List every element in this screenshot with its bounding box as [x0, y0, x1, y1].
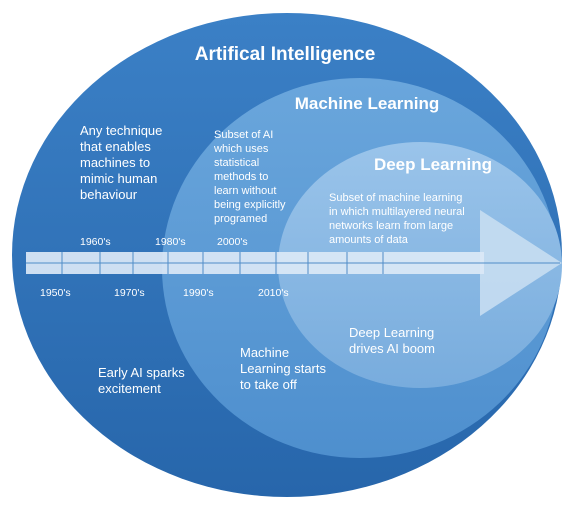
- ai-description-line: machines to: [80, 155, 150, 170]
- decades-top: 1960's 1980's 2000's: [80, 236, 248, 248]
- ai-description-line: Any technique: [80, 123, 162, 138]
- ai-milestone-line: excitement: [98, 381, 161, 396]
- ml-milestone-line: Machine: [240, 345, 289, 360]
- ai-description: Any technique that enables machines to m…: [80, 123, 162, 202]
- decades-bottom: 1950's 1970's 1990's 2010's: [40, 287, 289, 299]
- ml-description: Subset of AI which uses statistical meth…: [213, 129, 286, 225]
- ai-description-line: that enables: [80, 139, 151, 154]
- ai-description-line: behaviour: [80, 187, 138, 202]
- timeline-ticks: [61, 252, 384, 274]
- ml-description-line: Subset of AI: [214, 129, 273, 141]
- ai-milestone-line: Early AI sparks: [98, 365, 185, 380]
- ml-milestone-line: to take off: [240, 377, 297, 392]
- decade-label: 1960's: [80, 236, 111, 248]
- ai-description-line: mimic human: [80, 171, 157, 186]
- ml-title: Machine Learning: [295, 94, 440, 113]
- ml-description-line: being explicitly: [214, 199, 286, 211]
- decade-label: 1970's: [114, 287, 145, 299]
- decade-label: 1990's: [183, 287, 214, 299]
- ml-description-line: learn without: [214, 185, 276, 197]
- decade-label: 2010's: [258, 287, 289, 299]
- dl-milestone: Deep Learning drives AI boom: [349, 325, 435, 356]
- dl-description: Subset of machine learning in which mult…: [329, 192, 465, 246]
- ai-title: Artifical Intelligence: [195, 44, 376, 65]
- ml-description-line: which uses: [213, 143, 269, 155]
- dl-milestone-line: drives AI boom: [349, 341, 435, 356]
- decade-label: 1950's: [40, 287, 71, 299]
- dl-description-line: in which multilayered neural: [329, 206, 465, 218]
- ml-milestone-line: Learning starts: [240, 361, 326, 376]
- decade-label: 1980's: [155, 236, 186, 248]
- dl-description-line: amounts of data: [329, 234, 409, 246]
- ai-milestone: Early AI sparks excitement: [98, 365, 185, 396]
- dl-description-line: networks learn from large: [329, 220, 453, 232]
- dl-milestone-line: Deep Learning: [349, 325, 434, 340]
- ml-milestone: Machine Learning starts to take off: [240, 345, 326, 392]
- ml-description-line: statistical: [214, 157, 259, 169]
- dl-title: Deep Learning: [374, 155, 492, 174]
- decade-label: 2000's: [217, 236, 248, 248]
- ml-description-line: programed: [214, 213, 267, 225]
- ml-description-line: methods to: [214, 171, 268, 183]
- dl-description-line: Subset of machine learning: [329, 192, 462, 204]
